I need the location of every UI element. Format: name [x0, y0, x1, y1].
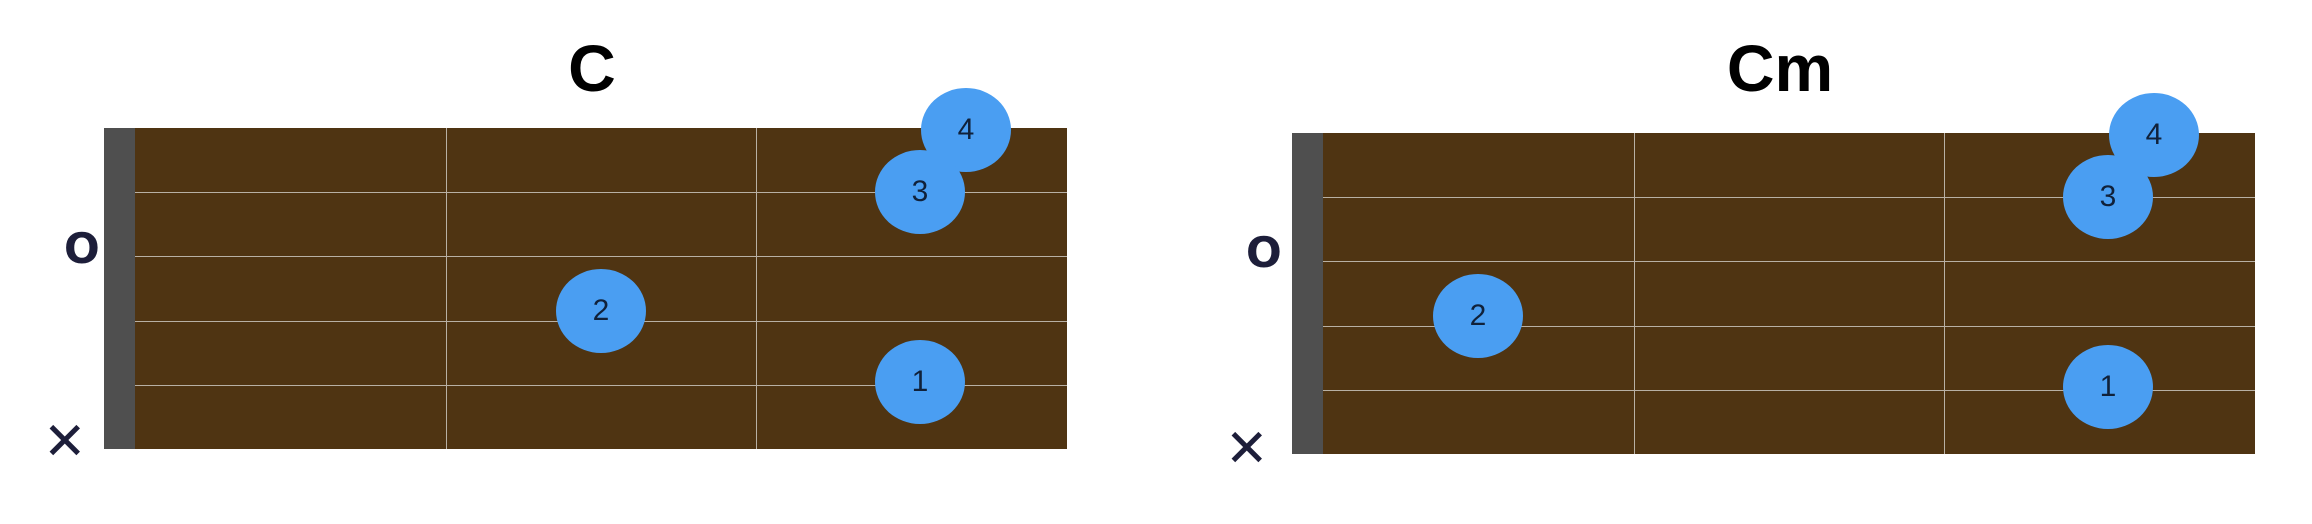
fret-line	[1634, 133, 1635, 454]
finger-dot: 3	[875, 150, 965, 234]
string-line	[135, 192, 1067, 193]
finger-dot: 1	[875, 340, 965, 424]
open-string-marker: O	[64, 224, 100, 273]
muted-string-marker: ✕	[1225, 419, 1269, 479]
fret-line	[446, 128, 447, 449]
fret-line	[756, 128, 757, 449]
finger-dot: 1	[2063, 345, 2153, 429]
finger-dot: 2	[1433, 274, 1523, 358]
finger-dot: 2	[556, 269, 646, 353]
finger-dot: 3	[2063, 155, 2153, 239]
open-string-marker: O	[1246, 228, 1282, 277]
nut	[1292, 133, 1323, 454]
string-line	[135, 385, 1067, 386]
muted-string-marker: ✕	[43, 412, 87, 472]
string-line	[1323, 326, 2255, 327]
string-line	[135, 256, 1067, 257]
string-line	[1323, 390, 2255, 391]
nut	[104, 128, 135, 449]
chord-title: C	[568, 31, 616, 105]
fret-line	[1944, 133, 1945, 454]
chord-title: Cm	[1726, 31, 1834, 105]
string-line	[1323, 261, 2255, 262]
string-line	[1323, 197, 2255, 198]
